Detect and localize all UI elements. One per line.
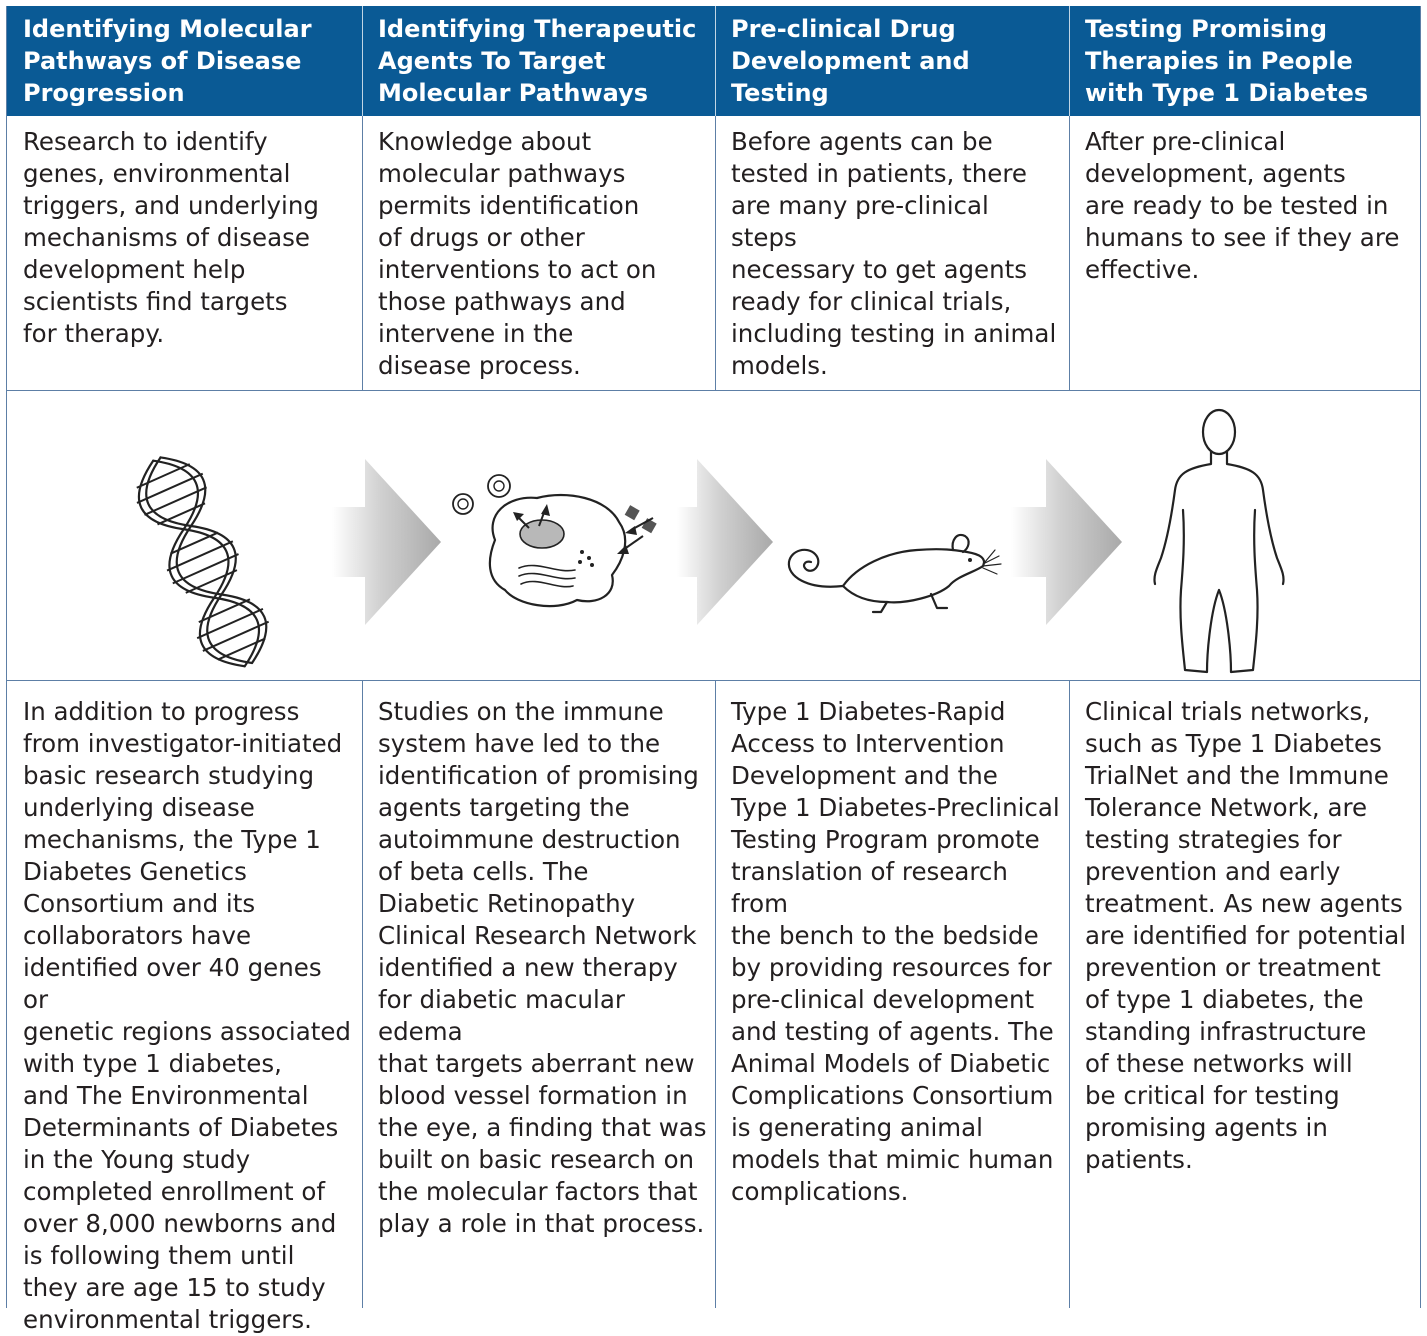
flow-arrow-1 [332,459,441,625]
dna-double-helix-icon [136,456,270,668]
summary-clinical-testing: After pre-clinical development, agents a… [1085,127,1400,284]
detail-molecular-pathways: In addition to progress from investigato… [23,697,351,1334]
header-divider [362,6,363,116]
header-divider [1069,6,1070,116]
column-divider [715,116,716,390]
summary-therapeutic-agents: Knowledge about molecular pathways permi… [378,127,657,380]
header-band [7,6,1420,116]
illustration-band [136,408,1285,674]
column-divider [1069,680,1070,1308]
flow-arrow-2 [677,459,773,625]
flow-arrow-3 [1011,459,1122,625]
detail-preclinical: Type 1 Diabetes-Rapid Access to Interven… [731,697,1060,1206]
summary-preclinical: Before agents can be tested in patients,… [731,127,1057,380]
column-divider [362,116,363,390]
summary-molecular-pathways: Research to identify genes, environmenta… [23,127,319,348]
row-divider [7,390,1420,391]
cell-with-agents-icon [452,474,657,608]
column-divider [362,680,363,1308]
header-divider [715,6,716,116]
heading-therapeutic-agents: Identifying Therapeutic Agents To Target… [378,15,697,107]
human-figure-icon [1153,408,1285,674]
heading-preclinical: Pre-clinical Drug Development and Testin… [731,15,970,107]
row-divider [7,680,1420,681]
heading-molecular-pathways: Identifying Molecular Pathways of Diseas… [23,15,312,107]
column-divider [715,680,716,1308]
pipeline-table: Identifying Molecular Pathways of Diseas… [6,6,1421,1334]
heading-clinical-testing: Testing Promising Therapies in People wi… [1085,15,1369,107]
detail-clinical-testing: Clinical trials networks, such as Type 1… [1085,697,1407,1174]
mouse-icon [787,533,1002,614]
column-divider [1069,116,1070,390]
detail-therapeutic-agents: Studies on the immune system have led to… [378,697,707,1238]
